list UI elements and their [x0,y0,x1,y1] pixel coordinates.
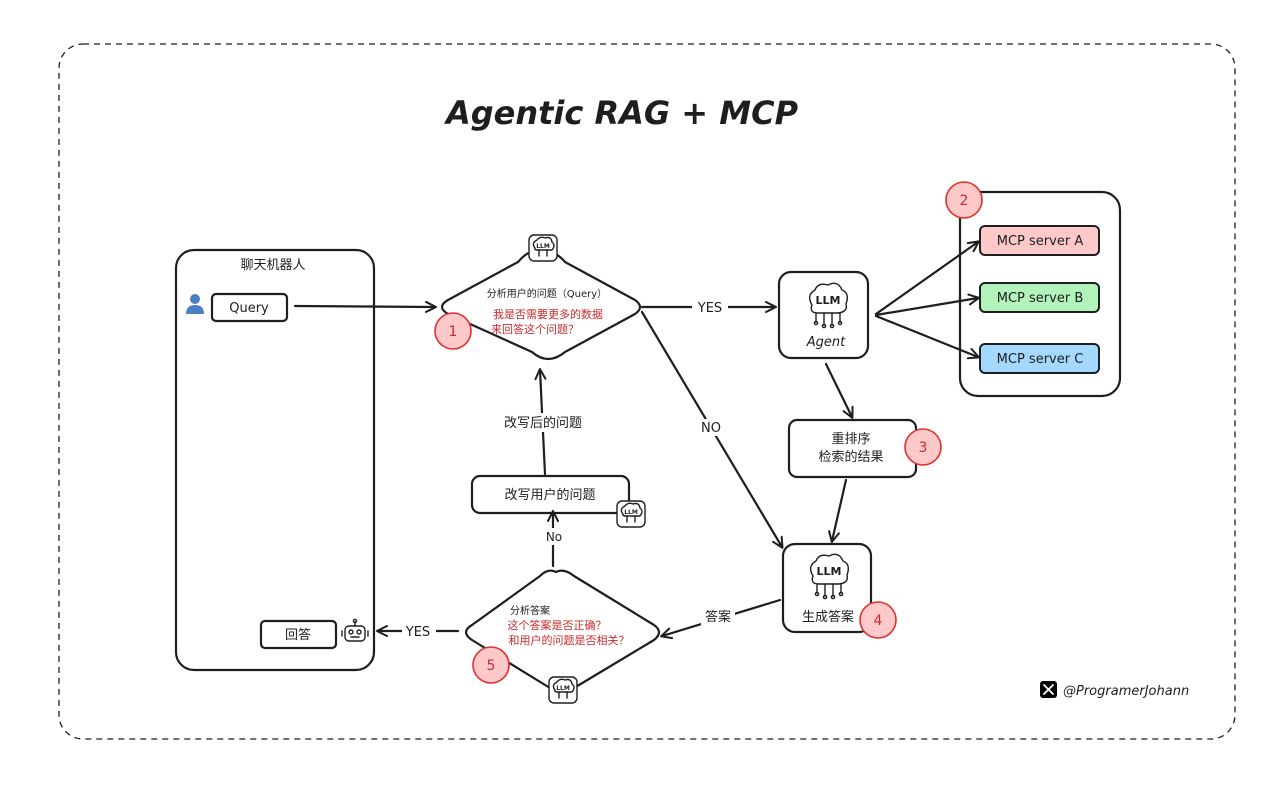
svg-text:5: 5 [487,658,496,674]
svg-text:这个答案是否正确？: 这个答案是否正确？ [508,618,607,632]
edge-label-yes-answer: YES [405,625,430,640]
svg-text:MCP server A: MCP server A [997,234,1084,249]
mcp-servers-group: MCP server A MCP server B MCP server C [958,190,1122,398]
mcp-server-c: MCP server C [979,343,1100,374]
svg-text:改写用户的问题: 改写用户的问题 [504,487,595,503]
arrow-agent-to-mcp-b [874,293,980,317]
agent-label: Agent [806,335,846,350]
llm-chip-decision2: LLM [548,676,578,704]
svg-text:LLM: LLM [556,685,570,692]
svg-text:来回答这个问题？: 来回答这个问题？ [491,322,579,336]
badge-2: 2 [945,181,983,219]
chatbot-panel: 聊天机器人 Query 回答 [174,248,376,672]
arrow-agent-to-mcp-c [874,314,980,360]
svg-text:1: 1 [449,324,458,340]
outer-frame [58,43,1236,740]
generate-answer-node: LLM 生成答案 [781,542,873,634]
edge-label-rewritten: 改写后的问题 [504,415,582,431]
svg-text:检索的结果: 检索的结果 [818,449,883,465]
rewrite-query-node: 改写用户的问题 [470,474,631,515]
edge-label-no: NO [701,421,721,436]
chatbot-label: 聊天机器人 [240,258,305,273]
svg-text:LLM: LLM [817,565,842,578]
decision-analyze-answer: 分析答案 这个答案是否正确？ 和用户的问题是否相关？ [464,569,661,694]
svg-text:LLM: LLM [816,294,841,307]
svg-text:LLM: LLM [536,243,550,250]
mcp-server-b: MCP server B [979,282,1100,313]
edge-label-answer: 答案 [705,609,731,625]
query-label: Query [229,301,269,316]
edge-label-yes: YES [697,301,722,316]
query-box [210,292,289,323]
svg-text:我是否需要更多的数据: 我是否需要更多的数据 [493,307,603,321]
svg-text:2: 2 [960,193,969,209]
robot-icon [341,618,369,642]
badge-4: 4 [859,601,897,639]
svg-text:3: 3 [919,440,928,456]
agent-node: LLM Agent [777,270,870,360]
badge-3: 3 [904,428,942,466]
svg-text:重排序: 重排序 [831,431,870,447]
mcp-server-a: MCP server A [979,225,1100,256]
author-handle: @ProgramerJohann [1063,684,1189,699]
svg-text:MCP server B: MCP server B [997,291,1083,306]
svg-text:4: 4 [874,613,883,629]
llm-chip-decision1: LLM [528,234,558,262]
answer-label: 回答 [285,627,311,643]
llm-brain-icon [808,282,849,329]
user-icon [186,294,204,314]
rerank-node: 重排序 检索的结果 [787,418,918,479]
svg-text:分析答案: 分析答案 [510,604,550,617]
svg-text:LLM: LLM [624,509,638,516]
arrow-agent-to-mcp-a [874,240,980,316]
edge-labels: YES NO 改写后的问题 No 答案 YES [402,298,735,640]
answer-box [259,619,338,650]
badge-1: 1 [434,312,472,350]
generate-answer-label: 生成答案 [802,609,854,625]
arrow-query-to-decision1 [293,300,437,313]
diagram-title: Agentic RAG + MCP [443,94,799,132]
llm-chip-rewrite: LLM [616,500,646,528]
svg-text:分析用户的问题（Query）: 分析用户的问题（Query） [487,287,607,300]
arrow-agent-to-rerank [824,362,854,419]
arrow-rerank-to-generate [828,478,848,543]
badge-5: 5 [472,646,510,684]
svg-text:MCP server C: MCP server C [997,352,1084,367]
svg-text:和用户的问题是否相关？: 和用户的问题是否相关？ [509,633,630,647]
llm-brain-icon [809,553,850,600]
decision-analyze-query: 分析用户的问题（Query） 我是否需要更多的数据 来回答这个问题？ [440,248,642,361]
author-credit: @ProgramerJohann [1040,681,1189,699]
edge-label-no-rewrite: No [546,530,562,544]
